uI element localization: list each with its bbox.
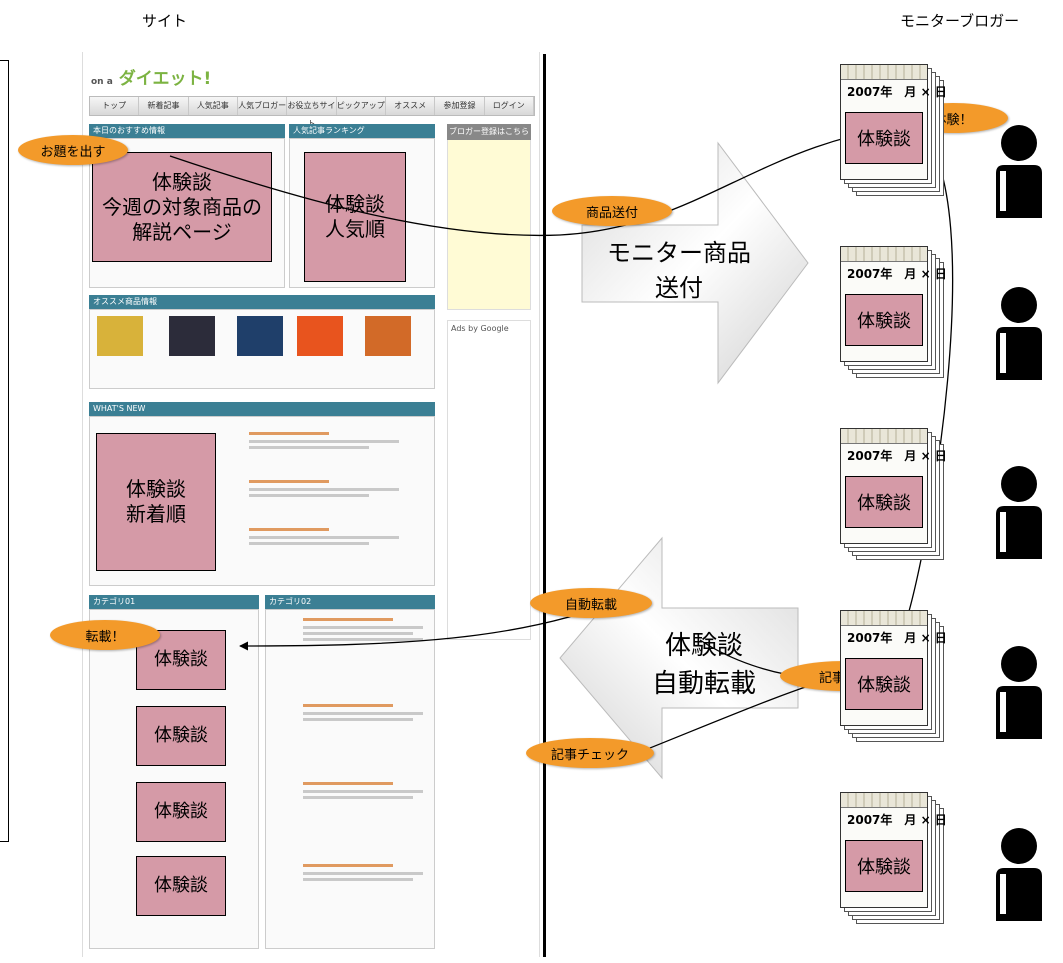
popular-box: 体験談 人気順 [304,152,406,282]
sidebar-header: ブロガー登録はこちら [447,124,531,140]
left-bracket [0,60,9,842]
experience-box: 体験談 [136,706,226,766]
panel-recommend-header: オススメ商品情報 [89,295,435,309]
calendar-content: 体験談 [845,112,923,164]
sidebar-yellow [447,124,531,310]
experience-box: 体験談 [136,782,226,842]
nav-item: 新着記事 [139,97,189,115]
site-nav: トップ 新着記事 人気記事 人気ブロガー お役立ちサイト ピックアップ オススメ… [89,96,535,128]
label-article-check: 記事チェック [526,738,654,768]
nav-item: ログイン [485,97,534,115]
calendar-date: 2007年 月 × 日 [847,267,947,281]
bloggers-heading: モニターブロガー [900,12,1020,30]
product-thumb [237,316,283,356]
nav-item: 参加登録 [435,97,485,115]
blogger-person-icon [996,646,1042,739]
panel-ranking-header: 人気記事ランキング [289,124,435,138]
label-reposted: 転載！ [50,620,160,650]
new-box: 体験談 新着順 [96,433,216,571]
nav-item: 人気記事 [189,97,238,115]
blogger-person-icon [996,125,1042,218]
nav-item: お役立ちサイト [287,97,337,128]
calendar-date: 2007年 月 × 日 [847,631,947,645]
blog-calendar: 2007年 月 × 日 体験談 [840,428,947,560]
ads-label: Ads by Google [451,324,509,333]
product-thumb [365,316,411,356]
calendar-date: 2007年 月 × 日 [847,813,947,827]
panel-cat2 [265,609,435,949]
experience-box: 体験談 [136,630,226,690]
calendar-date: 2007年 月 × 日 [847,85,947,99]
site-logo: on a ダイエット! [91,69,212,89]
calendar-date: 2007年 月 × 日 [847,449,947,463]
nav-item: ピックアップ [337,97,386,115]
calendar-content: 体験談 [845,476,923,528]
label-topic: お題を出す [18,135,128,165]
blog-calendar: 2007年 月 × 日 体験談 [840,610,947,742]
panel-cat1-header: カテゴリ01 [89,595,259,609]
calendar-content: 体験談 [845,840,923,892]
blog-calendar: 2007年 月 × 日 体験談 [840,64,947,196]
experience-box: 体験談 [136,856,226,916]
sidebar-ads: Ads by Google [447,320,531,640]
calendar-content: 体験談 [845,294,923,346]
send-arrow [581,141,809,385]
blogger-person-icon [996,828,1042,921]
nav-item: 人気ブロガー [238,97,288,115]
product-thumb [297,316,343,356]
calendar-front: 2007年 月 × 日 体験談 [840,64,947,180]
blog-calendar: 2007年 月 × 日 体験談 [840,792,947,924]
blog-calendar: 2007年 月 × 日 体験談 [840,246,947,378]
calendar-content: 体験談 [845,658,923,710]
panel-today-header: 本日のおすすめ情報 [89,124,285,138]
blogger-person-icon [996,287,1042,380]
label-ship: 商品送付 [552,196,672,226]
blogger-person-icon [996,466,1042,559]
site-right-border [543,54,546,957]
product-thumb [169,316,215,356]
panel-cat2-header: カテゴリ02 [265,595,435,609]
nav-item: トップ [90,97,140,115]
panel-whatsnew-header: WHAT'S NEW [89,402,435,416]
repost-arrow-label: 体験談 自動転載 [651,631,756,699]
featured-box: 体験談 今週の対象商品の 解説ページ [92,152,272,262]
site-heading: サイト [142,12,188,30]
curve-topic [169,123,921,237]
send-arrow-label: モニター商品 送付 [607,239,751,302]
product-thumb [97,316,143,356]
label-auto-repost: 自動転載 [530,588,652,618]
nav-item: オススメ [386,97,436,115]
